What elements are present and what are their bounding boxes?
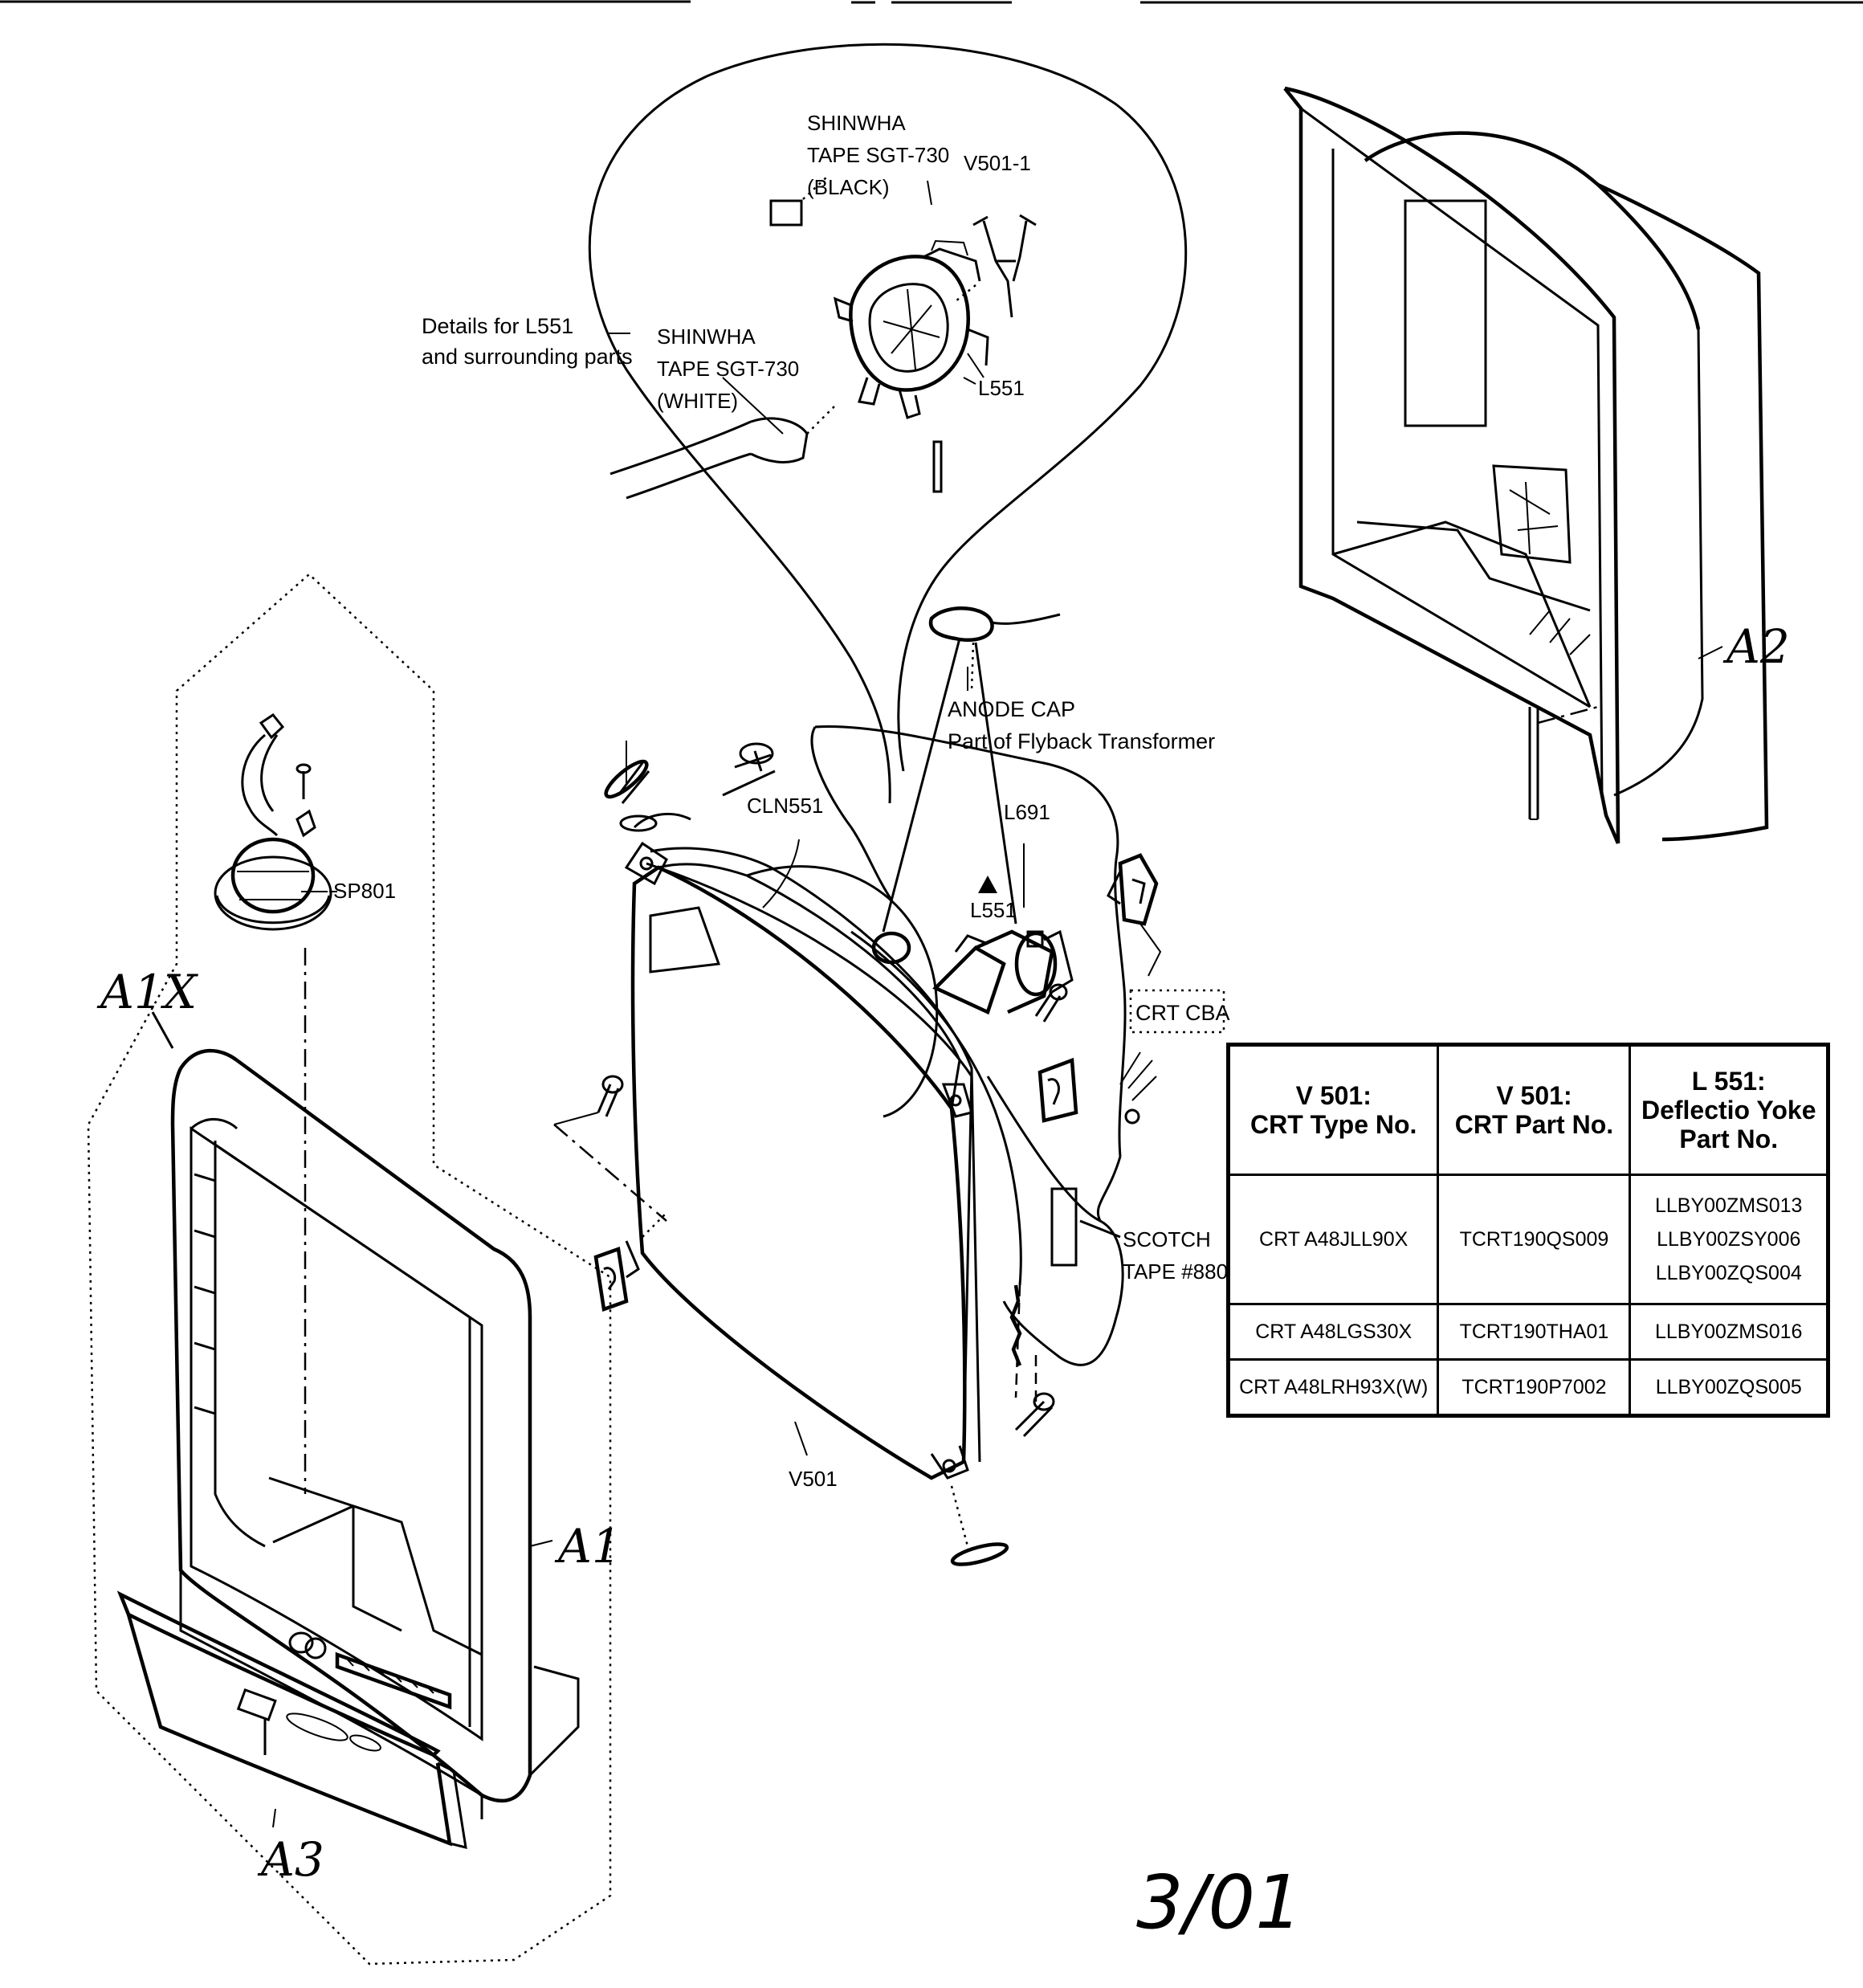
tape-black-label: SHINWHA TAPE SGT-730 (BLACK) bbox=[807, 111, 956, 199]
front-panel-a3 bbox=[116, 1590, 467, 1850]
tape-white-label: SHINWHA TAPE SGT-730 (WHITE) bbox=[657, 325, 805, 413]
a2-handwritten: A2 bbox=[1722, 619, 1790, 674]
a3-handwritten: A3 bbox=[257, 1832, 324, 1887]
rear-cabinet-a2 bbox=[1283, 86, 1769, 844]
table-header-row: V 501:CRT Type No. V 501:CRT Part No. L … bbox=[1226, 1043, 1829, 1176]
anode-cap-part bbox=[882, 606, 1061, 933]
warning-triangle-icon bbox=[978, 876, 997, 893]
date-handwritten: 3/01 bbox=[1136, 1859, 1302, 1945]
details-label: Details for L551 and surrounding parts bbox=[422, 314, 633, 369]
cell-yoke-part: LLBY00ZQS005 bbox=[1629, 1358, 1829, 1417]
l691-label: L691 bbox=[1004, 800, 1050, 824]
front-cabinet-a1 bbox=[170, 1048, 580, 1819]
header-crt-part: V 501:CRT Part No. bbox=[1437, 1043, 1632, 1176]
cell-crt-type: CRT A48LGS30X bbox=[1226, 1303, 1440, 1361]
crt-parts-table: V 501:CRT Type No. V 501:CRT Part No. L … bbox=[1226, 1043, 1830, 1418]
small-pin-part bbox=[932, 440, 943, 493]
crt-cba-label: CRT CBA bbox=[1135, 1001, 1230, 1025]
anode-cap-label: ANODE CAP Part of Flyback Transformer bbox=[948, 697, 1215, 753]
v501-1-clip bbox=[955, 214, 1037, 318]
cell-crt-part: TCRT190QS009 bbox=[1437, 1174, 1632, 1305]
leader-lines bbox=[272, 180, 1723, 1828]
header-crt-type: V 501:CRT Type No. bbox=[1226, 1043, 1440, 1176]
crt-tube-v501 bbox=[593, 725, 1157, 1480]
l551-main-label: L551 bbox=[970, 898, 1017, 922]
crt-cba-board bbox=[1107, 853, 1225, 1034]
a1-handwritten: A1 bbox=[554, 1519, 622, 1574]
a1x-arrow bbox=[151, 1011, 174, 1049]
a1x-speaker-group bbox=[87, 573, 612, 1966]
table-row: CRT A48LGS30X TCRT190THA01 LLBY00ZMS016 bbox=[1226, 1303, 1829, 1361]
v501-label: V501 bbox=[789, 1467, 838, 1491]
cln551-label: CLN551 bbox=[747, 794, 823, 818]
a1x-handwritten: A1X bbox=[96, 965, 199, 1019]
table-row: CRT A48LRH93X(W) TCRT190P7002 LLBY00ZQS0… bbox=[1226, 1358, 1829, 1417]
white-tape-plug bbox=[609, 377, 836, 500]
scotch-tape-label: SCOTCH TAPE #880 bbox=[1123, 1227, 1228, 1284]
screws-and-fasteners bbox=[553, 741, 1068, 1566]
l551-yoke-detail bbox=[833, 239, 989, 419]
cell-crt-part: TCRT190THA01 bbox=[1437, 1303, 1632, 1361]
cell-yoke-part: LLBY00ZMS016 bbox=[1629, 1303, 1829, 1361]
sp801-label: SP801 bbox=[333, 879, 396, 903]
cell-crt-type: CRT A48LRH93X(W) bbox=[1226, 1358, 1440, 1417]
black-tape-part bbox=[769, 199, 803, 227]
v501-1-label: V501-1 bbox=[964, 151, 1031, 175]
l551-detail-label: L551 bbox=[978, 376, 1025, 400]
cell-crt-part: TCRT190P7002 bbox=[1437, 1358, 1632, 1417]
l551-detail-bubble bbox=[588, 43, 1188, 804]
cell-crt-type: CRT A48JLL90X bbox=[1226, 1174, 1440, 1305]
